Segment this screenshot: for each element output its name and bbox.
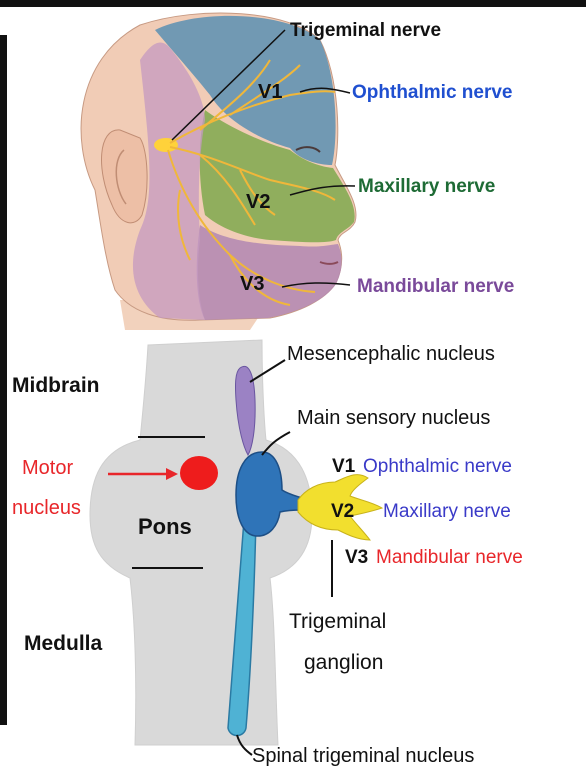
spinal-trigeminal-nucleus-label: Spinal trigeminal nucleus bbox=[252, 745, 474, 767]
trigeminal-nerve-label: Trigeminal nerve bbox=[290, 20, 441, 41]
stem-v3-code: V3 bbox=[345, 547, 368, 568]
head-v2-code: V2 bbox=[246, 191, 270, 213]
main-sensory-nucleus-label: Main sensory nucleus bbox=[297, 407, 490, 429]
brainstem-outline bbox=[90, 340, 312, 745]
motor-nucleus-dot bbox=[180, 456, 218, 490]
mesencephalic-nucleus-label: Mesencephalic nucleus bbox=[287, 343, 495, 365]
head-mandibular-label: Mandibular nerve bbox=[357, 276, 514, 297]
stem-mandibular-label: Mandibular nerve bbox=[376, 547, 523, 568]
brainstem-schematic: Midbrain Pons Medulla Motor nucleus Mese… bbox=[12, 340, 523, 767]
head-illustration: Trigeminal nerve V1 Ophthalmic nerve V2 … bbox=[81, 13, 514, 330]
midbrain-label: Midbrain bbox=[12, 374, 100, 397]
stem-maxillary-label: Maxillary nerve bbox=[383, 501, 511, 522]
head-ophthalmic-label: Ophthalmic nerve bbox=[352, 82, 513, 103]
pons-label: Pons bbox=[138, 514, 192, 539]
head-maxillary-label: Maxillary nerve bbox=[358, 176, 495, 197]
head-v3-code: V3 bbox=[240, 273, 264, 295]
motor-label-line2: nucleus bbox=[12, 497, 81, 519]
top-border bbox=[0, 0, 586, 7]
trigeminal-ganglion-label-line1: Trigeminal bbox=[289, 610, 386, 633]
trigeminal-ganglion-label-line2: ganglion bbox=[304, 651, 383, 674]
stem-v1-code: V1 bbox=[332, 456, 356, 477]
head-v1-code: V1 bbox=[258, 81, 282, 103]
stem-ophthalmic-label: Ophthalmic nerve bbox=[363, 456, 512, 477]
stem-v2-code: V2 bbox=[331, 501, 354, 522]
medulla-label: Medulla bbox=[24, 632, 102, 655]
motor-label-line1: Motor bbox=[22, 457, 73, 479]
left-border bbox=[0, 35, 7, 725]
